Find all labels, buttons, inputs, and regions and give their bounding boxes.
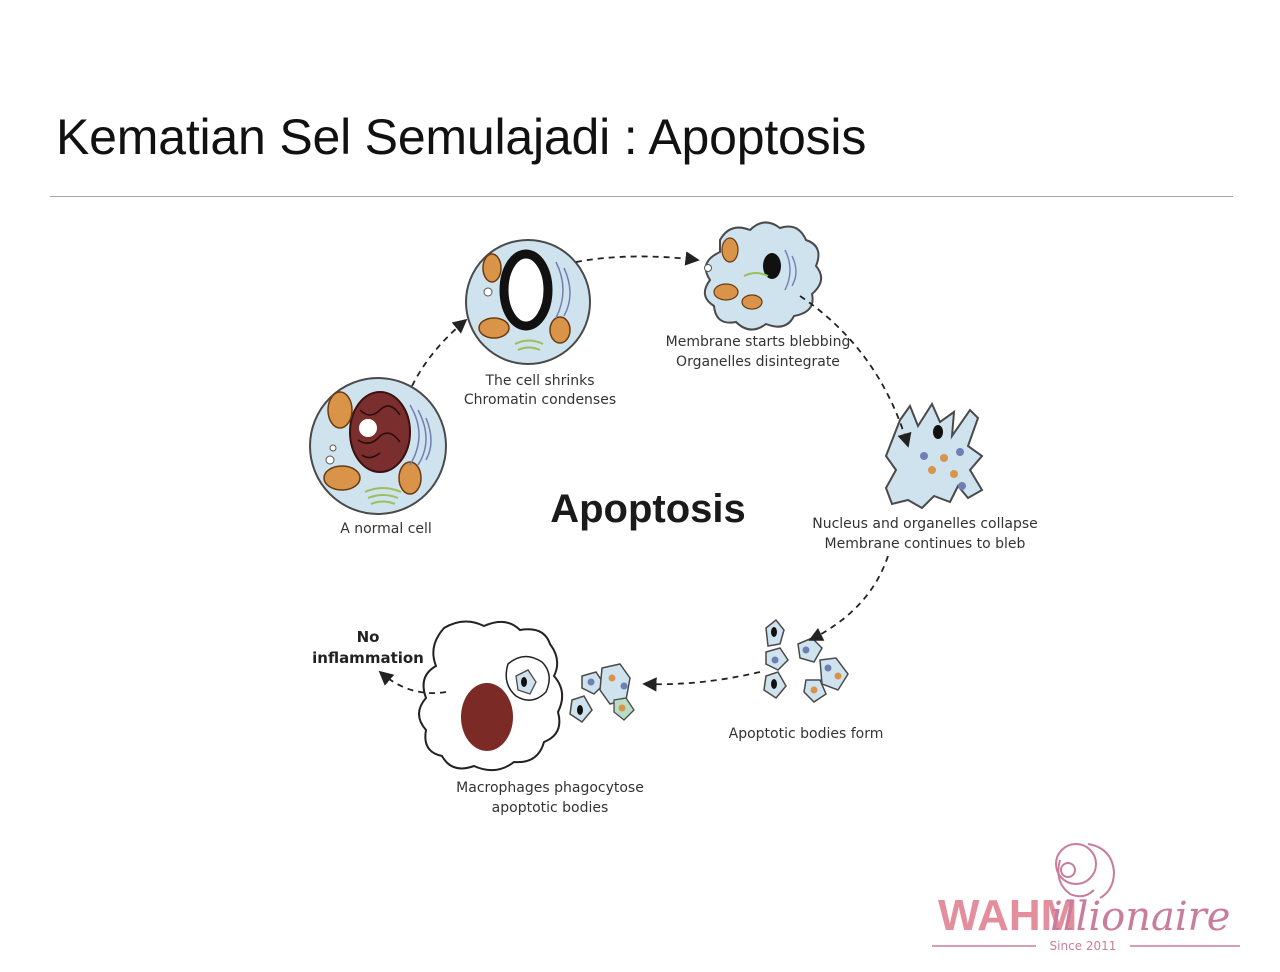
logo-brand-script: illionaire xyxy=(1050,894,1230,940)
arrow-collapse-to-bodies xyxy=(808,555,889,641)
collapsing-cell-illustration xyxy=(884,401,984,510)
stage-bleb-label-2: Organelles disintegrate xyxy=(676,354,840,370)
blebbing-cell-illustration xyxy=(703,221,823,331)
slide-title: Kematian Sel Semulajadi : Apoptosis xyxy=(56,109,867,165)
stage-bodies-label: Apoptotic bodies form xyxy=(729,726,884,742)
stage-normal-label: A normal cell xyxy=(340,521,432,537)
arrow-normal-to-shrink xyxy=(411,318,468,387)
arrow-macrophage-to-outcome xyxy=(378,670,447,694)
stage-bleb-label-1: Membrane starts blebbing xyxy=(666,334,851,350)
macrophage-illustration xyxy=(418,620,635,772)
wahmillionaire-logo: WAHM illionaire Since 2011 xyxy=(932,843,1240,953)
arrow-bodies-to-macrophage xyxy=(642,671,761,692)
stage-collapse-label-2: Membrane continues to bleb xyxy=(825,536,1026,552)
stage-collapse-label-1: Nucleus and organelles collapse xyxy=(812,516,1038,532)
normal-cell-illustration xyxy=(309,377,447,515)
apoptotic-bodies-illustration xyxy=(763,618,849,703)
mother-child-icon xyxy=(1055,843,1116,899)
diagram-center-title: Apoptosis xyxy=(550,487,746,531)
stage-macrophage-label-2: apoptotic bodies xyxy=(492,800,609,816)
shrinking-cell-illustration xyxy=(465,239,591,365)
outcome-label-1: No xyxy=(357,628,380,646)
stage-shrink-label-1: The cell shrinks xyxy=(484,373,594,389)
stage-macrophage-label-1: Macrophages phagocytose xyxy=(456,780,644,796)
logo-since: Since 2011 xyxy=(1050,939,1117,953)
stage-shrink-label-2: Chromatin condenses xyxy=(464,392,616,408)
title-divider xyxy=(50,196,1233,197)
outcome-label-2: inflammation xyxy=(312,649,424,667)
arrow-bleb-to-collapse xyxy=(799,295,912,448)
arrow-shrink-to-bleb xyxy=(575,251,700,266)
logo-brand-caps: WAHM xyxy=(938,891,1077,940)
